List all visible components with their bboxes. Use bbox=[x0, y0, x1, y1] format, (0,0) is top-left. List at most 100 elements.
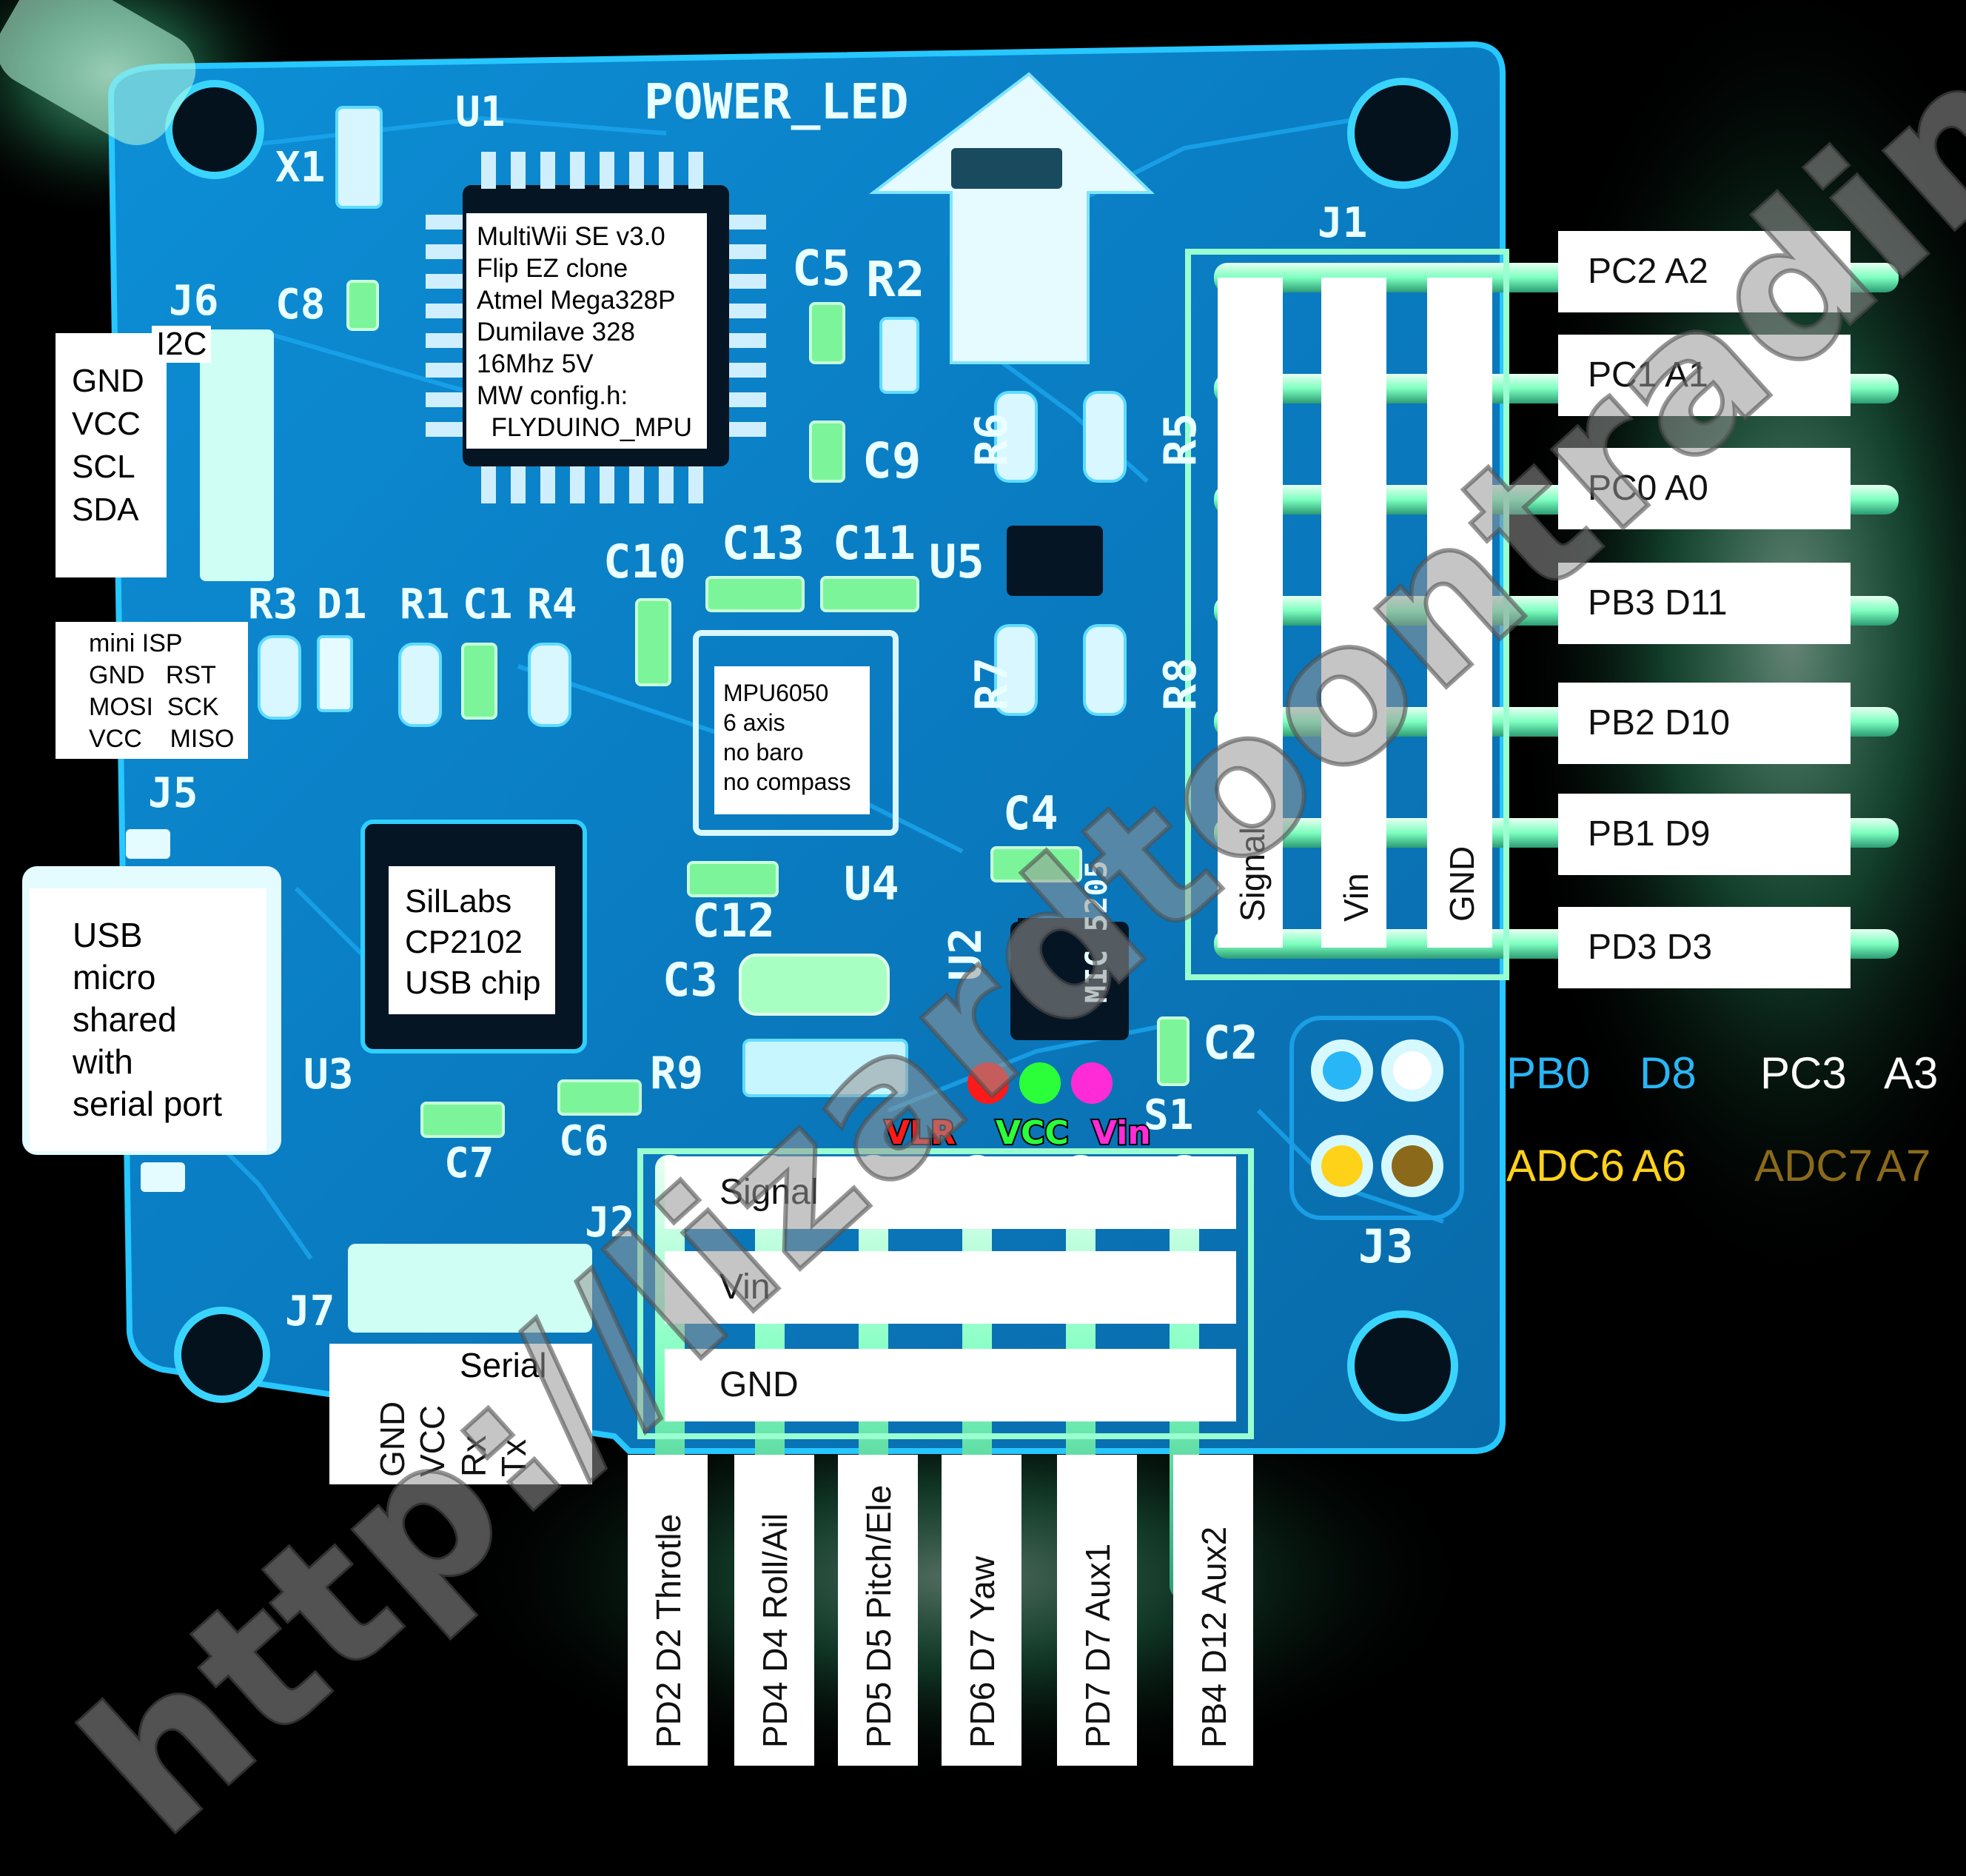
bottom-pin-3-label: PD6 D7 Yaw bbox=[963, 1555, 1002, 1748]
mic5205-chip bbox=[1018, 918, 1092, 1029]
silk-c12: C12 bbox=[692, 894, 775, 948]
usb-line: USB bbox=[73, 916, 143, 954]
bottom-pin-0-label: PD2 D2 Throtle bbox=[649, 1513, 688, 1748]
bottom-pin-3: PD6 D7 Yaw bbox=[942, 1455, 1021, 1766]
bottom-rail-gnd: GND bbox=[665, 1349, 1236, 1421]
j3-legend-adc7-pin: A7 bbox=[1876, 1141, 1931, 1190]
i2c-pin: GND bbox=[72, 363, 144, 399]
usb-line: serial port bbox=[73, 1085, 222, 1123]
bottom-pin-2: PD5 D5 Pitch/Ele bbox=[838, 1455, 918, 1766]
silk-r2: R2 bbox=[866, 251, 925, 308]
silk-u4: U4 bbox=[844, 857, 899, 911]
mcu-line: MultiWii SE v3.0 bbox=[477, 222, 665, 251]
usb-chip-info-box: SilLabs CP2102 USB chip bbox=[389, 866, 555, 1014]
mounting-holes bbox=[165, 78, 1458, 1421]
isp-line: MOSI SCK bbox=[89, 693, 219, 721]
mcu-line: FLYDUINO_MPU bbox=[477, 413, 693, 442]
serial-connector bbox=[348, 1244, 592, 1333]
usb-line: micro bbox=[73, 958, 156, 996]
silk-j6: J6 bbox=[169, 277, 218, 325]
silk-r9: R9 bbox=[650, 1048, 703, 1099]
silk-c4: C4 bbox=[1003, 786, 1059, 840]
silk-u1: U1 bbox=[455, 88, 505, 136]
usb-chip-line: CP2102 bbox=[405, 924, 523, 960]
right-rail-signal: Signal bbox=[1218, 278, 1283, 948]
silk-c9: C9 bbox=[862, 432, 921, 489]
silk-j5: J5 bbox=[148, 769, 198, 817]
isp-line: mini ISP bbox=[89, 629, 183, 657]
silk-x1: X1 bbox=[275, 144, 325, 192]
mpu-line: no compass bbox=[723, 768, 851, 795]
j3-legend-adc7-port: ADC7 bbox=[1754, 1141, 1873, 1190]
i2c-pin: SCL bbox=[72, 449, 135, 485]
silk-c8: C8 bbox=[275, 281, 325, 329]
silk-j2: J2 bbox=[585, 1199, 634, 1247]
right-pin-3: PB3 D11 bbox=[1558, 563, 1851, 644]
led-label-vcc: VCC bbox=[994, 1113, 1070, 1153]
silk-r4: R4 bbox=[527, 580, 577, 629]
usb-chip-line: USB chip bbox=[405, 965, 541, 1001]
led-vin bbox=[1071, 1062, 1113, 1104]
right-rail-vin: Vin bbox=[1321, 278, 1386, 948]
silk-j7: J7 bbox=[285, 1287, 335, 1336]
mcu-line: Atmel Mega328P bbox=[477, 286, 676, 315]
right-pin-4: PB2 D10 bbox=[1558, 683, 1851, 764]
bottom-pin-4-label: PD7 D7 Aux1 bbox=[1078, 1543, 1117, 1748]
right-pin-5: PB1 D9 bbox=[1558, 794, 1851, 875]
usb-micro-info-box: USB micro shared with serial port bbox=[30, 888, 266, 1151]
i2c-pinout-box: GND VCC SCL SDA bbox=[56, 333, 167, 577]
j3-pads bbox=[1289, 1016, 1464, 1220]
silk-c7: C7 bbox=[444, 1139, 494, 1187]
silk-r8: R8 bbox=[1155, 657, 1207, 711]
silk-c1: C1 bbox=[463, 580, 512, 629]
mcu-info-box: MultiWii SE v3.0 Flip EZ clone Atmel Meg… bbox=[466, 213, 707, 449]
silk-c13: C13 bbox=[722, 516, 805, 570]
bottom-pin-2-label: PD5 D5 Pitch/Ele bbox=[859, 1484, 898, 1748]
serial-pinout-box: Serial GND VCC Rx Tx bbox=[329, 1344, 592, 1484]
bottom-pin-5-label: PB4 D12 Aux2 bbox=[1195, 1526, 1233, 1748]
bottom-pin-5: PB4 D12 Aux2 bbox=[1173, 1455, 1253, 1766]
bottom-pin-4: PD7 D7 Aux1 bbox=[1057, 1455, 1137, 1766]
right-header-housing bbox=[1185, 249, 1509, 980]
isp-line: GND RST bbox=[89, 661, 216, 689]
j3-legend-pc3-pin: A3 bbox=[1884, 1048, 1939, 1098]
silk-j3: J3 bbox=[1358, 1219, 1414, 1273]
bottom-header-housing bbox=[637, 1148, 1254, 1439]
mpu-line: 6 axis bbox=[723, 709, 785, 736]
i2c-pin: VCC bbox=[72, 406, 141, 442]
j3-legend-adc6-pin: A6 bbox=[1632, 1141, 1687, 1190]
silk-c11: C11 bbox=[833, 516, 916, 570]
mcu-line: Flip EZ clone bbox=[477, 254, 628, 283]
right-pin-2: PC0 A0 bbox=[1558, 448, 1851, 529]
led-label-vin: Vin bbox=[1090, 1113, 1153, 1153]
mcu-line: MW config.h: bbox=[477, 381, 628, 410]
usb-line: with bbox=[73, 1042, 133, 1081]
silk-d1: D1 bbox=[317, 580, 366, 629]
silk-power-led: POWER_LED bbox=[644, 73, 909, 130]
silk-r7: R7 bbox=[966, 657, 1018, 711]
mpu-chip bbox=[693, 630, 899, 836]
i2c-title: I2C bbox=[152, 326, 212, 363]
right-pin-6: PD3 D3 bbox=[1558, 907, 1851, 988]
usb-chip-line: SilLabs bbox=[405, 883, 512, 919]
silk-j1: J1 bbox=[1318, 199, 1367, 247]
isp-line: VCC MISO bbox=[89, 725, 235, 753]
silk-u5: U5 bbox=[929, 535, 984, 589]
silk-c10: C10 bbox=[603, 535, 686, 589]
j3-legend-pb0-port: PB0 bbox=[1506, 1048, 1591, 1098]
silk-c2: C2 bbox=[1203, 1016, 1258, 1070]
i2c-connector bbox=[200, 329, 274, 581]
silk-r6: R6 bbox=[966, 413, 1018, 466]
j3-legend-pb0-pin: D8 bbox=[1640, 1048, 1697, 1098]
silk-c6: C6 bbox=[559, 1117, 608, 1165]
power-led-arrow bbox=[869, 72, 1155, 364]
silk-r1: R1 bbox=[400, 580, 449, 629]
mpu-line: no baro bbox=[723, 739, 804, 766]
silk-r3: R3 bbox=[248, 580, 298, 629]
silk-u2: U2 bbox=[940, 928, 992, 981]
bottom-pin-1: PD4 D4 Roll/Ail bbox=[734, 1455, 814, 1766]
silk-c3: C3 bbox=[662, 953, 718, 1007]
led-vcc bbox=[1019, 1062, 1061, 1104]
silk-s1: S1 bbox=[1144, 1091, 1193, 1139]
right-rail-gnd-label: GND bbox=[1443, 845, 1481, 922]
